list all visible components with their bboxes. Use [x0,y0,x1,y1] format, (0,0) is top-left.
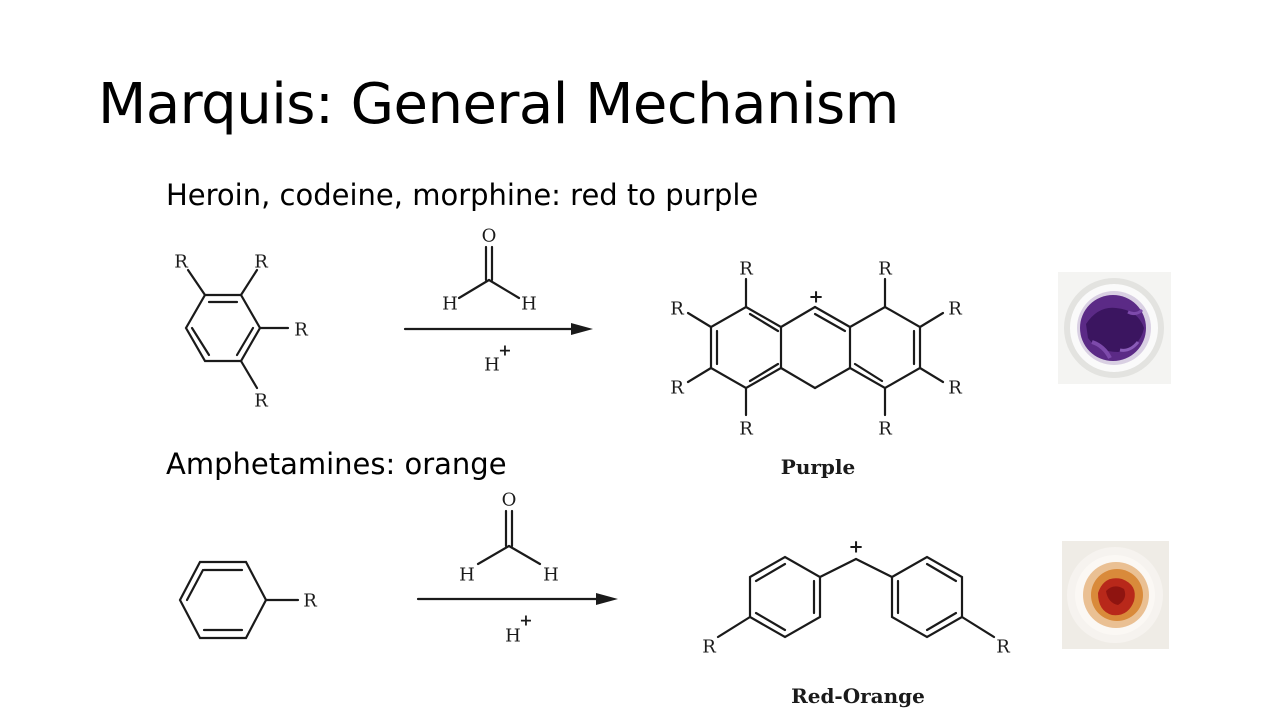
product-1-structure: + R R R R R R R R Purple [670,259,962,480]
reaction-2-arrow: O H H H + [416,490,618,647]
r-label: R [996,637,1010,658]
reactant-1-structure: R R R R [174,252,308,412]
catalyst-label: H [484,355,500,376]
charge-label: + [848,537,863,558]
heading-opiates: Heroin, codeine, morphine: red to purple [166,178,759,212]
r-label: R [878,259,892,280]
r-label: R [254,391,268,412]
oxygen-label: O [482,226,497,247]
heading-amphetamines: Amphetamines: orange [166,447,507,481]
reaction-1-arrow: O H H H + [403,226,593,376]
r-label: R [254,252,268,273]
arrow-head [596,593,618,605]
charge-label: + [498,341,511,360]
hydrogen-label: H [543,565,559,586]
oxygen-label: O [502,490,517,511]
slide-title: Marquis: General Mechanism [98,72,899,137]
r-label: R [739,259,753,280]
reactant-2-structure: R [178,560,317,640]
hydrogen-label: H [521,294,537,315]
r-label: R [670,378,684,399]
hydrogen-label: H [459,565,475,586]
arrow-head [571,323,593,335]
product-2-structure: + R R Red-Orange [702,537,1010,709]
charge-label: + [808,287,823,308]
purple-result-photo [1058,272,1171,384]
orange-result-photo [1062,541,1169,649]
charge-label: + [519,611,532,630]
r-label: R [303,591,317,612]
r-label: R [739,419,753,440]
r-label: R [174,252,188,273]
product-label-red-orange: Red-Orange [791,684,925,708]
r-label: R [294,320,308,341]
product-label-purple: Purple [781,455,855,479]
r-label: R [948,378,962,399]
r-label: R [670,299,684,320]
r-label: R [702,637,716,658]
r-label: R [878,419,892,440]
hydrogen-label: H [442,294,458,315]
catalyst-label: H [505,626,521,647]
r-label: R [948,299,962,320]
